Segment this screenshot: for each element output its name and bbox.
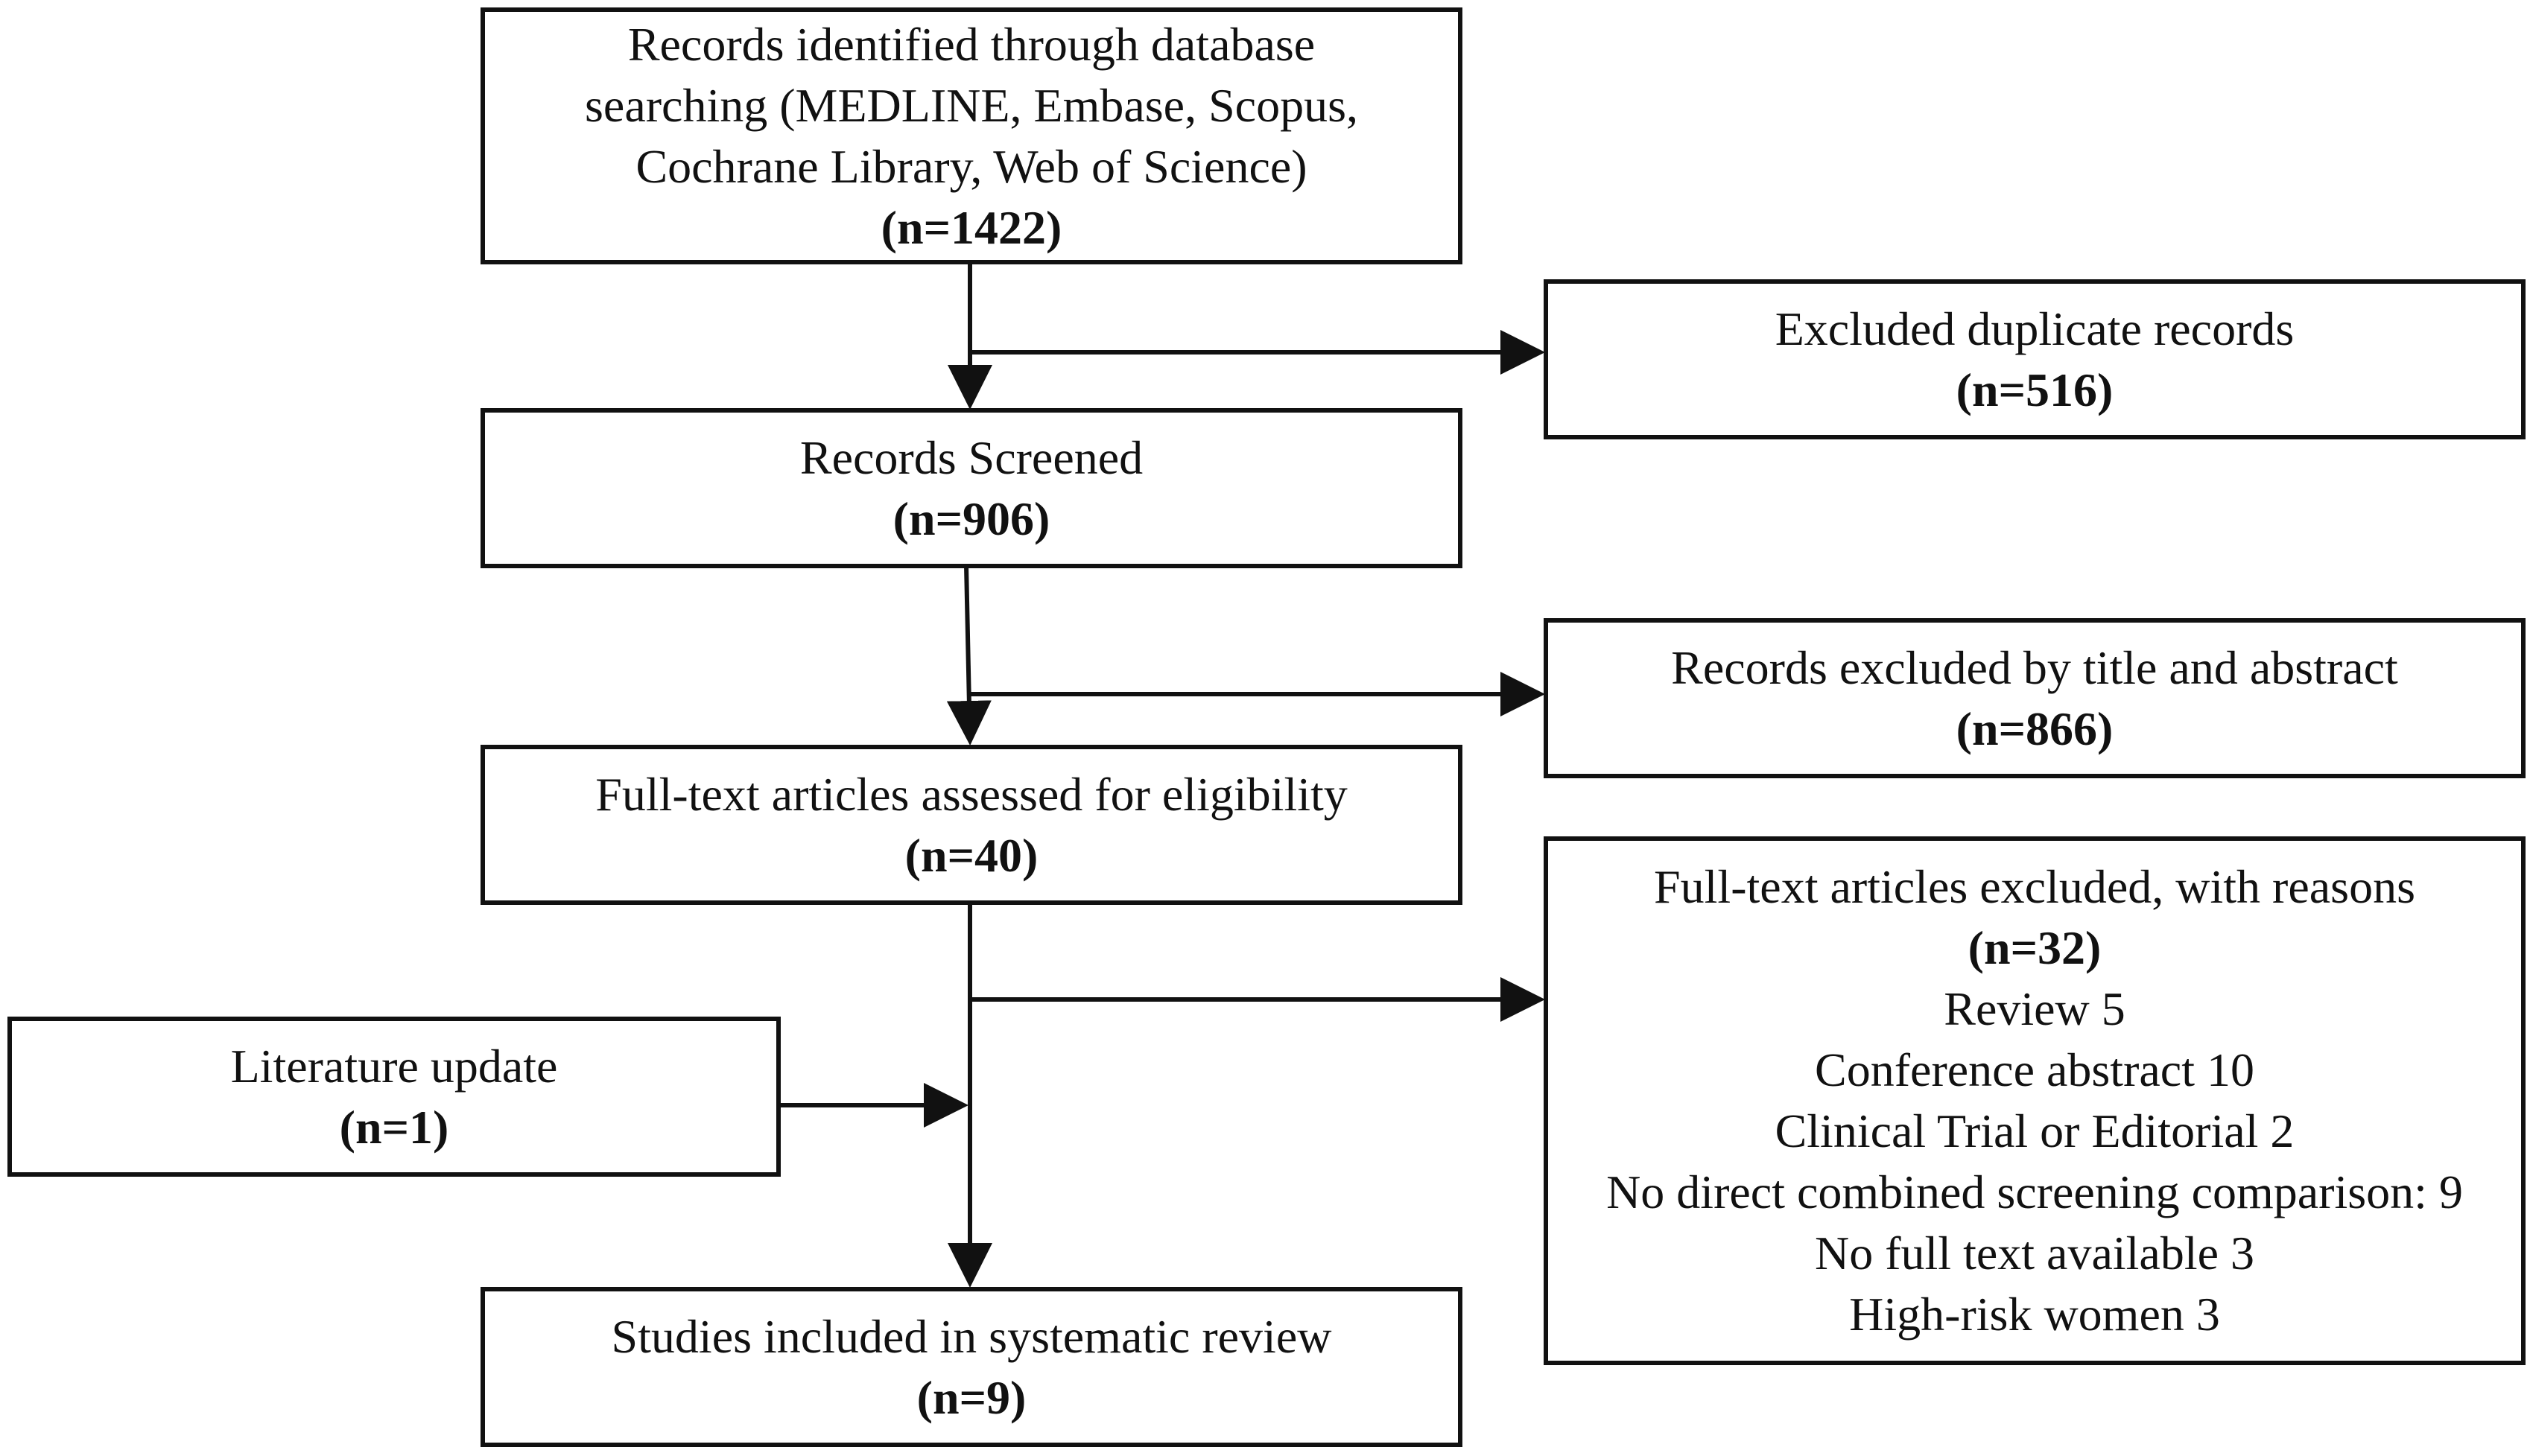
exclusion-reason: Clinical Trial or Editorial 2 [1775, 1104, 2295, 1157]
identification-line-1: Records identified through database [627, 17, 1316, 71]
identification-line-2: searching (MEDLINE, Embase, Scopus, [585, 78, 1358, 132]
eligibility-count: (n=40) [904, 828, 1039, 882]
eligibility-label: Full-text articles assessed for eligibil… [595, 767, 1348, 821]
screened-label: Records Screened [799, 430, 1144, 484]
duplicates-label: Excluded duplicate records [1775, 302, 2295, 355]
exclusion-reason: Review 5 [1944, 982, 2125, 1035]
fulltext-excluded-box: Full-text articles excluded, with reason… [1544, 836, 2526, 1365]
included-count: (n=9) [916, 1370, 1027, 1424]
exclusion-reason: Conference abstract 10 [1815, 1043, 2254, 1096]
title-abstract-excluded-label: Records excluded by title and abstract [1671, 640, 2398, 694]
eligibility-box: Full-text articles assessed for eligibil… [481, 745, 1462, 905]
duplicates-box: Excluded duplicate records (n=516) [1544, 279, 2526, 439]
fulltext-excluded-label: Full-text articles excluded, with reason… [1654, 860, 2415, 913]
literature-update-label: Literature update [230, 1039, 558, 1093]
exclusion-reason: No full text available 3 [1814, 1227, 2255, 1279]
identification-box: Records identified through database sear… [481, 7, 1462, 264]
title-abstract-excluded-box: Records excluded by title and abstract (… [1544, 618, 2526, 778]
identification-line-3: Cochrane Library, Web of Science) [635, 139, 1307, 193]
exclusion-reason: No direct combined screening comparison:… [1606, 1166, 2463, 1218]
literature-update-box: Literature update (n=1) [7, 1017, 781, 1177]
duplicates-count: (n=516) [1956, 363, 2114, 416]
arrow-screened-to-eligibility [946, 565, 992, 746]
literature-update-count: (n=1) [339, 1100, 449, 1154]
included-label: Studies included in systematic review [611, 1309, 1332, 1363]
exclusion-reason: High-risk women 3 [1849, 1288, 2220, 1341]
identification-count: (n=1422) [881, 200, 1062, 254]
screened-count: (n=906) [893, 492, 1050, 545]
fulltext-excluded-count: (n=32) [1968, 921, 2102, 974]
title-abstract-excluded-count: (n=866) [1956, 702, 2114, 755]
screened-box: Records Screened (n=906) [481, 408, 1462, 568]
included-box: Studies included in systematic review (n… [481, 1287, 1462, 1447]
